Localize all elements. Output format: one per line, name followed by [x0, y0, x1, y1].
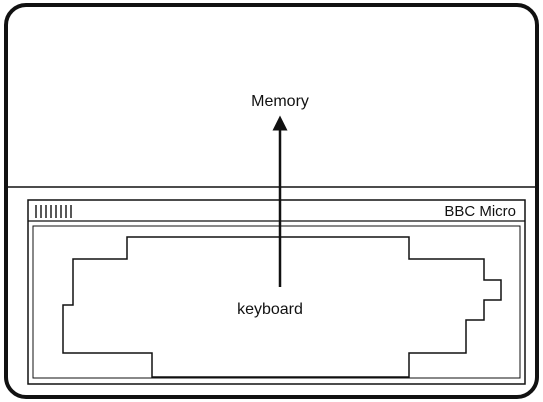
memory-label: Memory	[251, 93, 309, 110]
vent-lines-icon	[36, 205, 71, 218]
outer-frame	[6, 5, 537, 397]
brand-label: BBC Micro	[444, 203, 516, 220]
keyboard-label: keyboard	[237, 301, 303, 318]
computer-casing	[28, 200, 525, 384]
